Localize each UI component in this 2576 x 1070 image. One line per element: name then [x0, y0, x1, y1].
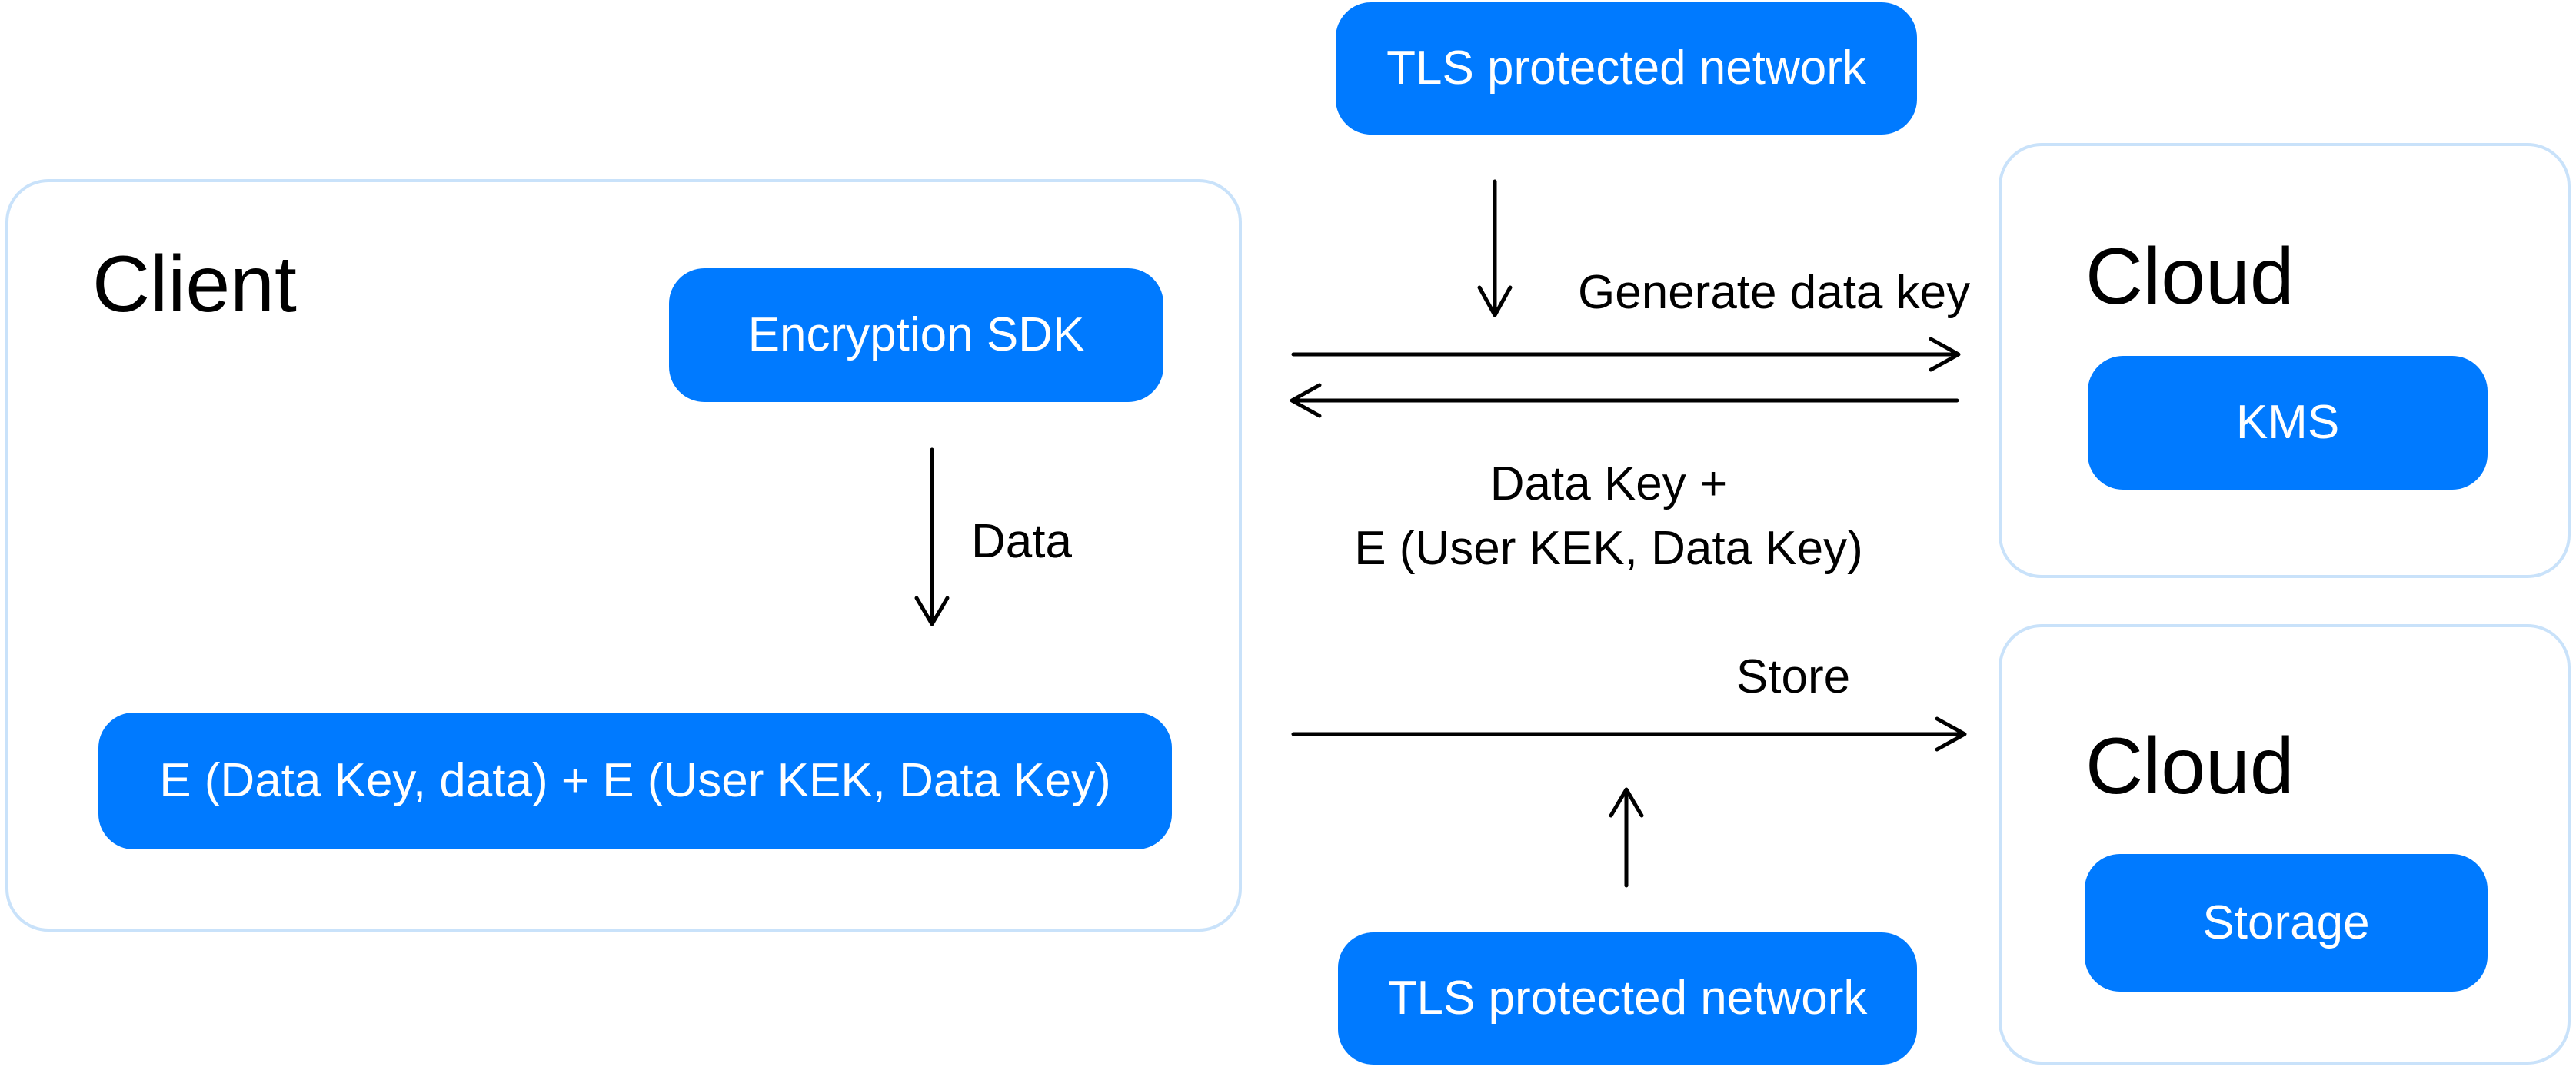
tls-bottom-label: TLS protected network: [1387, 972, 1868, 1025]
tls-top-label: TLS protected network: [1386, 42, 1866, 95]
cloud-storage-container: [1999, 624, 2571, 1065]
tls-top-box: TLS protected network: [1336, 2, 1917, 135]
data-key-return-label: Data Key + E (User KEK, Data Key): [1301, 452, 1916, 581]
data-label: Data: [971, 515, 1072, 568]
cloud-kms-title: Cloud: [2085, 232, 2295, 321]
kms-label: KMS: [2235, 396, 2340, 449]
store-arrowhead: [1935, 716, 1967, 752]
generate-data-key-arrowhead: [1929, 337, 1961, 372]
tls-bottom-up-arrowhead: [1609, 787, 1644, 818]
client-title: Client: [92, 240, 297, 329]
encryption-sdk-box: Encryption SDK: [669, 268, 1163, 402]
store-label: Store: [1736, 650, 1851, 703]
storage-label: Storage: [2202, 896, 2370, 949]
encrypted-payload-box: E (Data Key, data) + E (User KEK, Data K…: [98, 713, 1172, 849]
data-key-return-arrowhead: [1290, 383, 1322, 418]
data-key-return-line2: E (User KEK, Data Key): [1354, 522, 1863, 575]
tls-bottom-box: TLS protected network: [1338, 932, 1917, 1065]
generate-data-key-label: Generate data key: [1578, 266, 1971, 319]
tls-top-down-arrowhead: [1477, 285, 1513, 317]
storage-box: Storage: [2085, 854, 2488, 992]
kms-box: KMS: [2088, 356, 2488, 490]
encryption-sdk-label: Encryption SDK: [747, 308, 1085, 361]
encrypted-payload-label: E (Data Key, data) + E (User KEK, Data K…: [159, 754, 1111, 807]
cloud-storage-title: Cloud: [2085, 722, 2295, 811]
data-key-return-line1: Data Key +: [1489, 457, 1728, 510]
